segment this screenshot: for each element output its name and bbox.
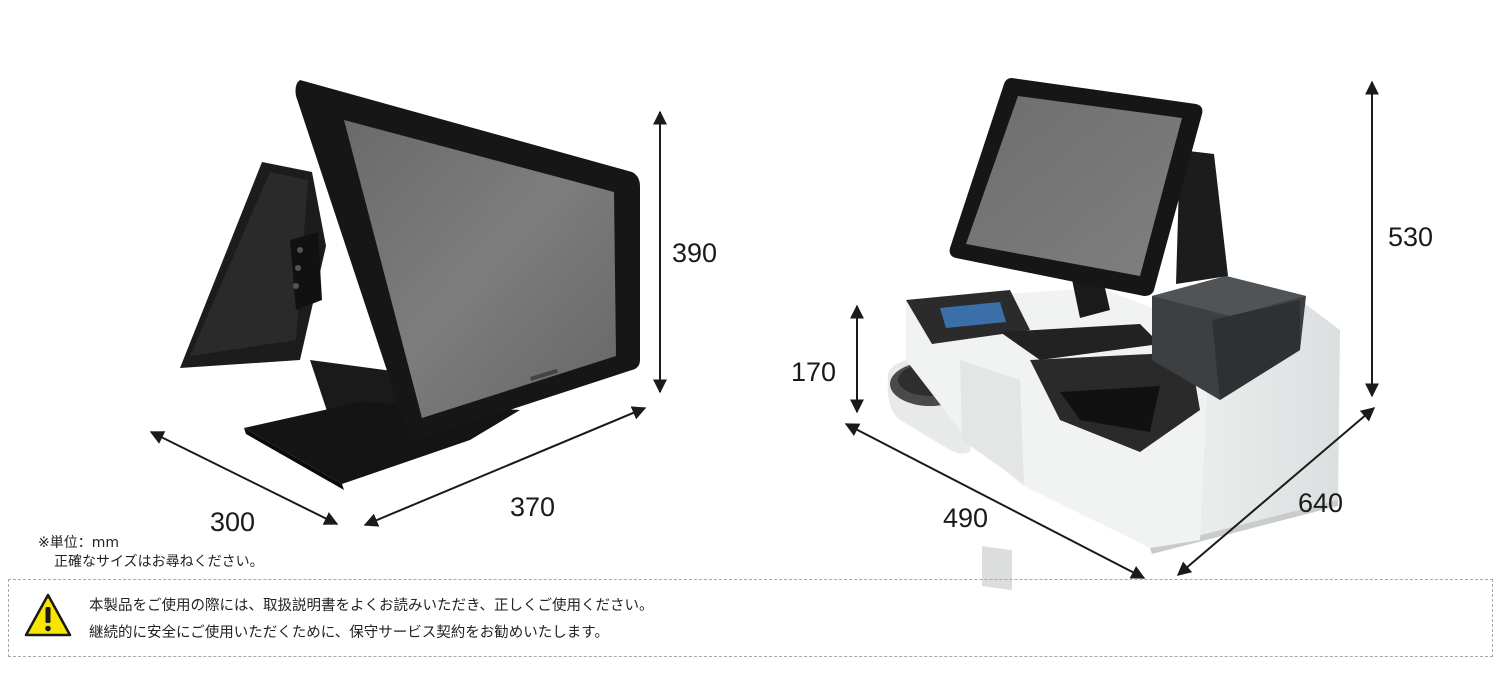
left-height-label: 390	[672, 238, 718, 268]
width-arrow-right	[1176, 407, 1376, 576]
notice-line2: 継続的に安全にご使用いただくために、保守サービス契約をお勧めいたします。	[89, 625, 609, 641]
unit-note-line2: 正確なサイズはお尋ねください。	[54, 554, 264, 570]
notice-line1: 本製品をご使用の際には、取扱説明書をよくお読みいただき、正しくご使用ください。	[89, 598, 654, 614]
depth-arrow-right	[844, 423, 1146, 579]
warning-notice: 本製品をご使用の際には、取扱説明書をよくお読みいただき、正しくご使用ください。 …	[8, 579, 1493, 657]
notice-text: 本製品をご使用の際には、取扱説明書をよくお読みいただき、正しくご使用ください。 …	[89, 593, 653, 647]
left-width-label: 370	[510, 492, 556, 522]
pos-terminal-image	[180, 80, 640, 490]
right-width-label: 640	[1298, 488, 1344, 518]
depth-arrow-left	[149, 431, 339, 525]
right-lower-height-label: 170	[791, 357, 837, 387]
width-arrow-left	[363, 406, 647, 527]
warning-triangle-icon	[24, 593, 72, 637]
right-height-label: 530	[1388, 222, 1434, 252]
right-depth-label: 490	[943, 503, 989, 533]
unit-note: ※単位：mm 正確なサイズはお尋ねください。	[38, 534, 264, 572]
unit-note-line1: ※単位：mm	[38, 535, 120, 551]
left-depth-label: 300	[210, 507, 256, 537]
